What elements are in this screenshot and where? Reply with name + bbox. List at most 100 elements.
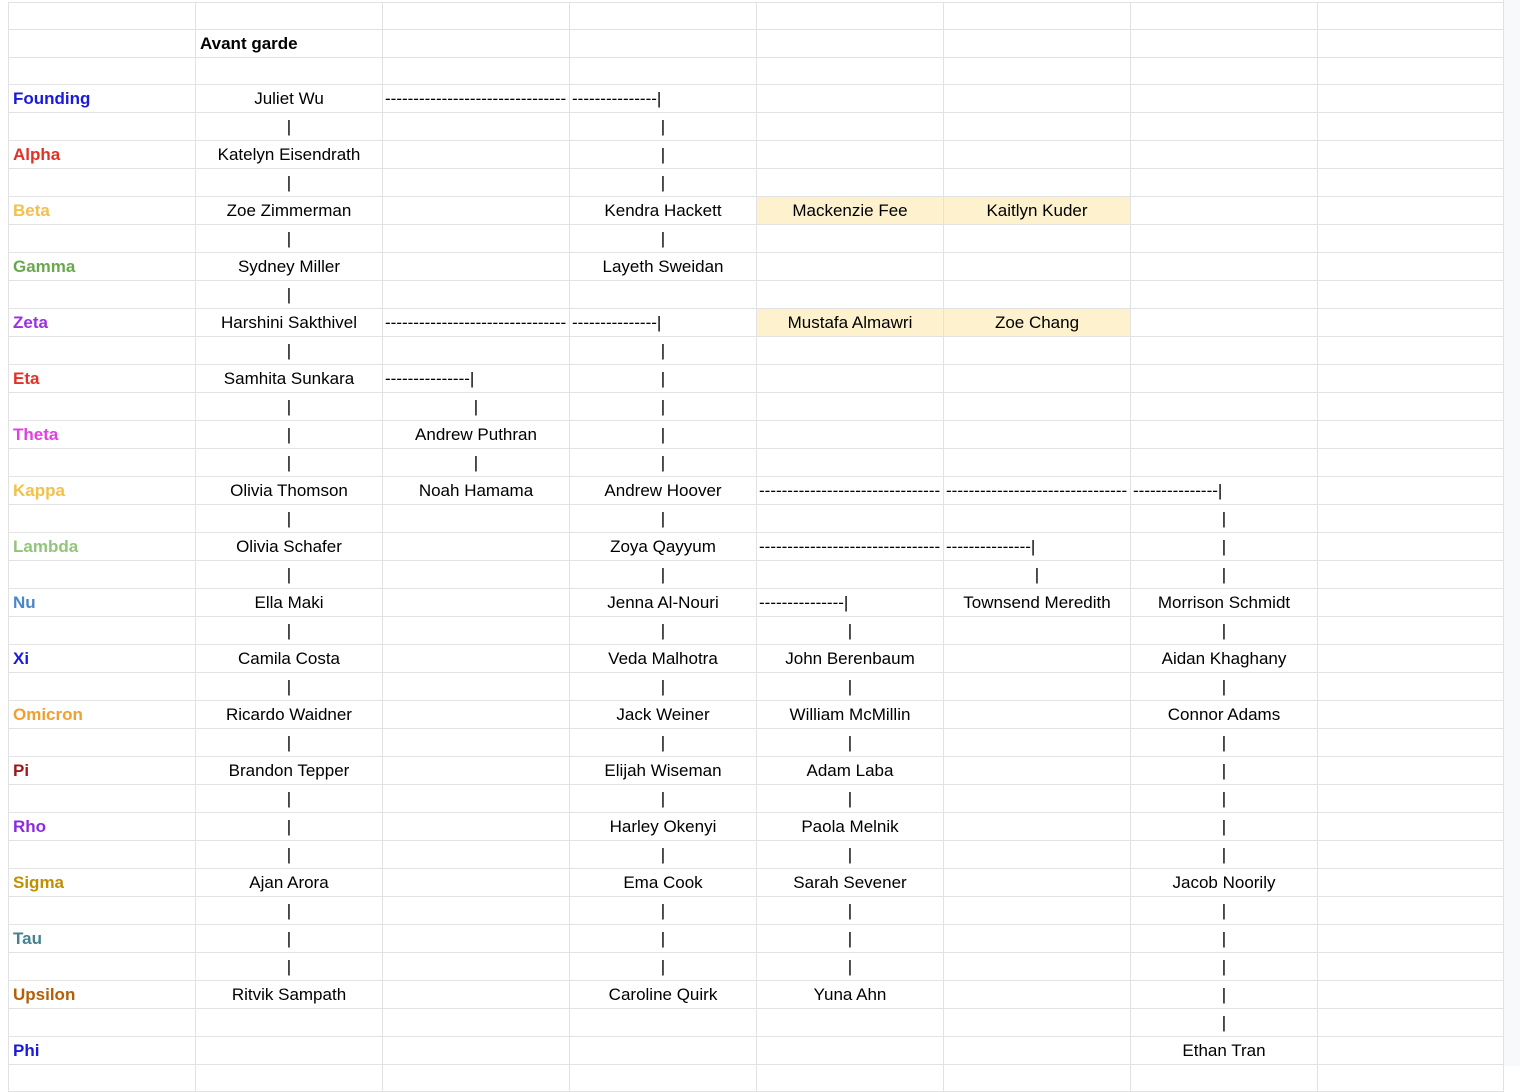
sheet-cell[interactable] [943, 896, 1131, 925]
sheet-cell[interactable] [943, 784, 1131, 813]
sheet-cell[interactable] [756, 57, 944, 85]
sheet-cell[interactable] [382, 1008, 570, 1037]
sheet-cell[interactable] [756, 112, 944, 141]
sheet-cell[interactable] [1317, 980, 1504, 1009]
sheet-cell[interactable]: | [1130, 672, 1318, 701]
sheet-cell[interactable] [1130, 84, 1318, 113]
sheet-cell[interactable] [1130, 57, 1318, 85]
sheet-cell[interactable]: | [195, 784, 383, 813]
sheet-cell[interactable] [8, 112, 196, 141]
sheet-cell[interactable] [1317, 280, 1504, 309]
sheet-cell[interactable] [569, 1008, 757, 1037]
sheet-cell[interactable]: Sarah Sevener [756, 868, 944, 897]
sheet-cell[interactable]: | [569, 168, 757, 197]
sheet-cell[interactable] [943, 364, 1131, 393]
sheet-cell[interactable] [8, 952, 196, 981]
sheet-cell[interactable]: Paola Melnik [756, 812, 944, 841]
sheet-cell[interactable] [195, 2, 383, 30]
sheet-cell[interactable] [943, 868, 1131, 897]
sheet-cell[interactable]: | [569, 616, 757, 645]
sheet-cell[interactable] [382, 1036, 570, 1065]
sheet-cell[interactable] [1317, 532, 1504, 561]
sheet-cell[interactable]: Ema Cook [569, 868, 757, 897]
chapter-label-cell[interactable]: Founding [8, 84, 196, 113]
sheet-cell[interactable] [8, 728, 196, 757]
sheet-cell[interactable]: | [569, 896, 757, 925]
sheet-cell[interactable] [1130, 1064, 1318, 1092]
sheet-cell[interactable] [1317, 84, 1504, 113]
sheet-cell[interactable]: | [195, 812, 383, 841]
sheet-cell[interactable] [1317, 588, 1504, 617]
sheet-cell[interactable]: | [1130, 924, 1318, 953]
sheet-cell[interactable]: | [195, 924, 383, 953]
sheet-cell[interactable]: | [569, 224, 757, 253]
sheet-cell[interactable] [943, 952, 1131, 981]
sheet-cell[interactable] [1317, 448, 1504, 477]
sheet-cell[interactable] [569, 1036, 757, 1065]
sheet-cell[interactable] [382, 868, 570, 897]
sheet-cell[interactable]: Townsend Meredith [943, 588, 1131, 617]
sheet-cell[interactable]: Connor Adams [1130, 700, 1318, 729]
sheet-cell[interactable] [756, 1064, 944, 1092]
chapter-label-cell[interactable]: Lambda [8, 532, 196, 561]
sheet-cell[interactable]: | [195, 840, 383, 869]
sheet-cell[interactable] [943, 280, 1131, 309]
sheet-cell[interactable]: | [569, 364, 757, 393]
sheet-cell[interactable] [1317, 784, 1504, 813]
sheet-cell[interactable] [943, 616, 1131, 645]
sheet-cell[interactable]: Ajan Arora [195, 868, 383, 897]
sheet-cell[interactable] [382, 1064, 570, 1092]
sheet-cell[interactable] [382, 980, 570, 1009]
sheet-cell[interactable] [382, 700, 570, 729]
sheet-cell[interactable]: | [569, 140, 757, 169]
sheet-cell[interactable]: | [756, 952, 944, 981]
sheet-cell[interactable] [943, 924, 1131, 953]
sheet-cell[interactable] [1317, 672, 1504, 701]
sheet-cell[interactable] [382, 57, 570, 85]
sheet-cell[interactable] [569, 1064, 757, 1092]
sheet-cell[interactable]: | [569, 420, 757, 449]
sheet-cell[interactable]: Elijah Wiseman [569, 756, 757, 785]
sheet-cell[interactable]: William McMillin [756, 700, 944, 729]
sheet-cell[interactable]: | [1130, 952, 1318, 981]
sheet-cell[interactable] [382, 29, 570, 58]
sheet-cell[interactable] [943, 224, 1131, 253]
sheet-cell[interactable] [943, 168, 1131, 197]
chapter-label-cell[interactable]: Phi [8, 1036, 196, 1065]
sheet-cell[interactable] [1317, 868, 1504, 897]
sheet-cell[interactable] [1130, 308, 1318, 337]
sheet-cell[interactable]: | [195, 112, 383, 141]
sheet-cell[interactable]: | [943, 560, 1131, 589]
sheet-cell[interactable]: Jack Weiner [569, 700, 757, 729]
sheet-cell[interactable]: | [1130, 532, 1318, 561]
sheet-cell[interactable] [756, 504, 944, 533]
sheet-cell[interactable]: John Berenbaum [756, 644, 944, 673]
sheet-cell[interactable] [1130, 168, 1318, 197]
sheet-cell[interactable] [756, 2, 944, 30]
sheet-cell[interactable]: | [756, 784, 944, 813]
sheet-cell[interactable]: | [569, 840, 757, 869]
sheet-cell[interactable] [756, 84, 944, 113]
sheet-cell[interactable] [382, 728, 570, 757]
sheet-cell[interactable] [569, 29, 757, 58]
sheet-cell[interactable]: -------------------------------- [382, 84, 570, 113]
sheet-cell[interactable] [1317, 2, 1504, 30]
sheet-cell[interactable] [756, 392, 944, 421]
sheet-cell[interactable] [943, 504, 1131, 533]
sheet-cell[interactable] [943, 1036, 1131, 1065]
sheet-cell[interactable] [1317, 1008, 1504, 1037]
sheet-cell[interactable] [8, 448, 196, 477]
sheet-cell[interactable]: | [1130, 728, 1318, 757]
sheet-cell[interactable] [943, 336, 1131, 365]
sheet-cell[interactable] [382, 140, 570, 169]
sheet-cell[interactable] [1130, 112, 1318, 141]
sheet-cell[interactable] [1317, 728, 1504, 757]
chapter-label-cell[interactable]: Tau [8, 924, 196, 953]
sheet-cell[interactable] [382, 812, 570, 841]
chapter-label-cell[interactable]: Rho [8, 812, 196, 841]
sheet-cell[interactable]: Adam Laba [756, 756, 944, 785]
sheet-cell[interactable] [382, 616, 570, 645]
sheet-cell[interactable] [382, 756, 570, 785]
sheet-cell[interactable]: | [195, 952, 383, 981]
sheet-cell[interactable]: Mackenzie Fee [756, 196, 944, 225]
